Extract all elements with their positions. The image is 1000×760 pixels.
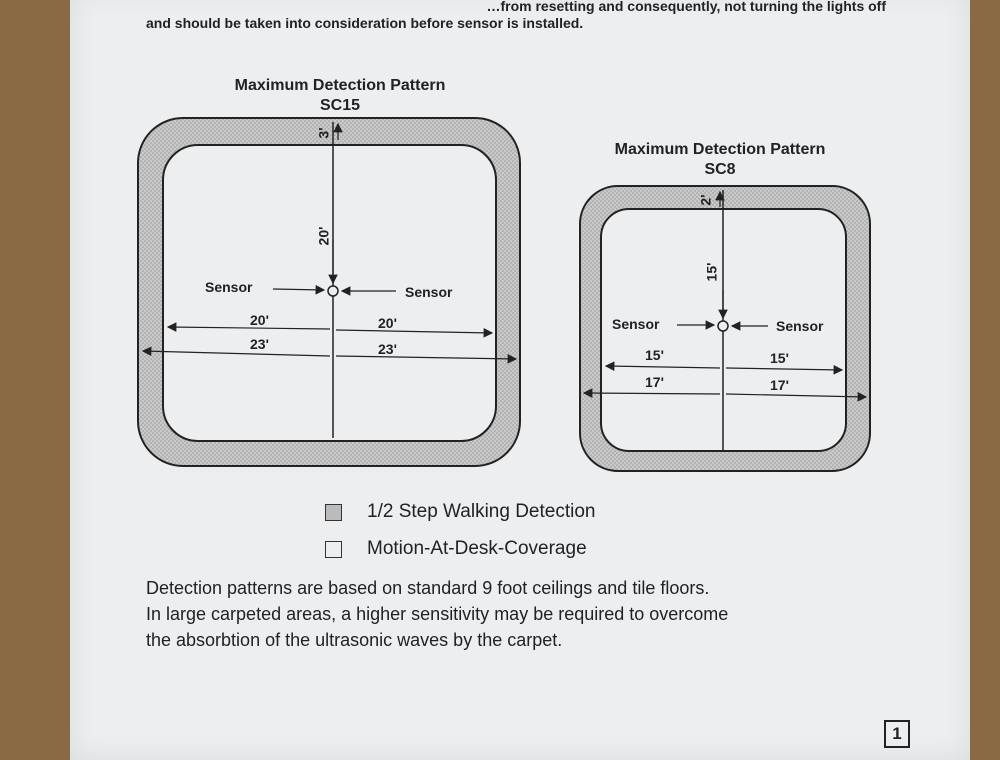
sc8-outer-dim-left <box>582 388 721 398</box>
note-line-2: In large carpeted areas, a higher sensit… <box>146 604 729 624</box>
sc15-sensor-point <box>327 285 339 297</box>
sc15-inner-dim-left <box>166 322 331 332</box>
sc8-top-dim: 2' <box>697 194 714 206</box>
header-line-2: and should be taken into consideration b… <box>146 15 584 31</box>
sc8-sensor-point <box>717 320 729 332</box>
sc8-inner-left-dim: 15' <box>645 347 664 363</box>
sc15-vertical-dim: 20' <box>315 226 332 246</box>
shaded-square-icon <box>325 503 342 521</box>
sc15-model: SC15 <box>319 97 361 114</box>
sc8-sensor-right-label: Sensor <box>776 318 824 334</box>
sc15-outer-left-dim: 23' <box>250 336 269 352</box>
sc8-inner-dim-right <box>725 365 844 375</box>
detection-note: Detection patterns are based on standard… <box>146 575 886 653</box>
sc15-title-text: Maximum Detection Pattern <box>234 77 446 94</box>
sc15-inner-right-dim: 20' <box>378 315 397 331</box>
sc15-inner-left-dim: 20' <box>250 312 269 328</box>
sc8-outer-right-dim: 17' <box>770 377 789 393</box>
legend-label: Motion-At-Desk-Coverage <box>367 538 587 559</box>
sc15-outer-right-dim: 23' <box>378 341 397 357</box>
legend-item-motion-at-desk: Motion-At-Desk-Coverage <box>325 538 587 560</box>
sc8-model: SC8 <box>704 161 736 178</box>
sc8-pattern <box>579 185 871 472</box>
empty-square-icon <box>325 540 342 558</box>
sc8-title-text: Maximum Detection Pattern <box>614 141 826 158</box>
sc15-sensor-arrow-left <box>272 285 326 295</box>
sc8-title: Maximum Detection Pattern SC8 <box>575 140 865 180</box>
sc15-pattern <box>137 117 521 467</box>
sc15-sensor-right-label: Sensor <box>405 284 453 300</box>
sc15-inner-dim-right <box>335 328 494 338</box>
sc15-outer-dim-right <box>335 354 518 364</box>
sc8-inner-right-dim: 15' <box>770 350 789 366</box>
sc8-inner-dim-left <box>604 361 721 371</box>
sc8-outer-dim-right <box>725 392 868 402</box>
sc15-top-dim: 3' <box>315 127 332 139</box>
page-number: 1 <box>884 720 910 748</box>
note-line-3: the absorbtion of the ultrasonic waves b… <box>146 630 563 650</box>
sc15-sensor-left-label: Sensor <box>205 279 253 295</box>
sc8-vertical-dim: 15' <box>703 262 720 282</box>
note-line-1: Detection patterns are based on standard… <box>146 578 710 598</box>
sc15-title: Maximum Detection Pattern SC15 <box>180 76 500 116</box>
header-line-1: …from resetting and consequently, not tu… <box>486 0 886 14</box>
legend-label: 1/2 Step Walking Detection <box>367 501 596 522</box>
sc8-outer-left-dim: 17' <box>645 374 664 390</box>
sc15-outer-dim-left <box>141 346 331 357</box>
legend-item-step-walking: 1/2 Step Walking Detection <box>325 501 595 523</box>
sc8-sensor-left-label: Sensor <box>612 316 660 332</box>
header-text: …from resetting and consequently, not tu… <box>146 0 886 32</box>
